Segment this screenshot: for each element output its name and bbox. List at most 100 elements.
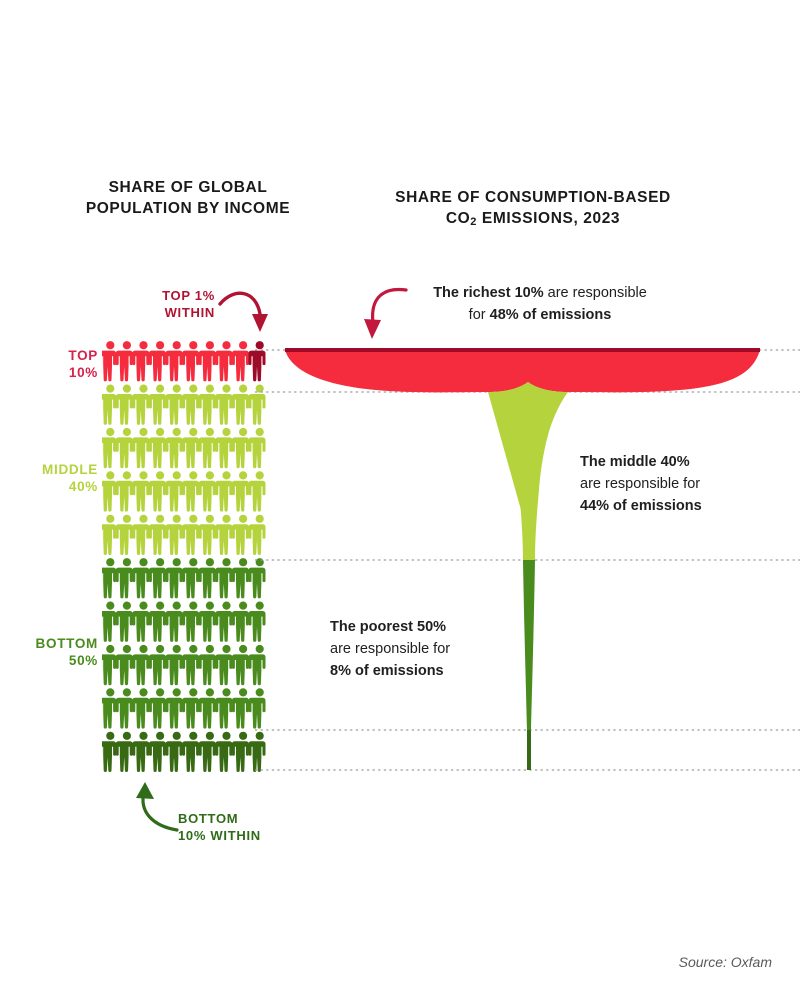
left-title-line1: SHARE OF GLOBAL <box>108 179 268 196</box>
pictogram-figure <box>248 341 266 382</box>
pictogram-figure <box>215 601 233 642</box>
pictogram-figure <box>115 514 133 555</box>
pictogram-figure <box>198 514 216 555</box>
pictogram-figure <box>132 644 150 686</box>
pictogram-figure <box>148 384 166 425</box>
callout-top1-line1: TOP 1% <box>162 288 215 303</box>
pictogram-figure <box>215 384 233 425</box>
pictogram-figure <box>132 514 150 555</box>
pictogram-figure <box>132 731 150 772</box>
pictogram-figure <box>182 341 200 382</box>
callout-bottom-10-percent: BOTTOM 10% WITHIN <box>178 811 288 845</box>
annotation-richest-plain2: for <box>468 306 490 323</box>
pictogram-figure <box>148 601 166 642</box>
funnel-segment-richest-10 <box>285 350 760 393</box>
pictogram-figure <box>182 384 200 425</box>
pictogram-figure <box>115 731 133 772</box>
pictogram-figure <box>231 427 249 469</box>
curved-arrow-down-right-icon <box>218 288 272 340</box>
pictogram-figure <box>115 558 133 599</box>
pictogram-figure <box>182 514 200 555</box>
right-chart-title: SHARE OF CONSUMPTION-BASED CO2 EMISSIONS… <box>368 188 698 230</box>
curved-arrow-down-left-icon <box>362 283 410 341</box>
pictogram-figure <box>132 384 150 425</box>
pictogram-figure <box>231 514 249 555</box>
pictogram-figure <box>165 731 183 772</box>
pictogram-figure <box>115 341 133 382</box>
pictogram-figure <box>102 731 117 772</box>
pictogram-figure <box>165 471 183 512</box>
left-chart-title: SHARE OF GLOBAL POPULATION BY INCOME <box>38 178 338 220</box>
pictogram-figure <box>102 688 117 729</box>
pictogram-figure <box>165 427 183 469</box>
pictogram-figure <box>248 644 266 686</box>
pictogram-figure <box>102 601 117 642</box>
pictogram-figure <box>165 601 183 642</box>
pictogram-figure <box>198 384 216 425</box>
pictogram-figure <box>165 644 183 686</box>
pictogram-figure <box>198 644 216 686</box>
annotation-middle-40: The middle 40% are responsible for 44% o… <box>580 452 780 517</box>
category-middle-line2: 40% <box>68 478 98 494</box>
funnel-segment-middle-40-body <box>488 382 568 560</box>
source-credit: Source: Oxfam <box>678 954 772 970</box>
pictogram-figure <box>148 471 166 512</box>
pictogram-figure <box>132 558 150 599</box>
pictogram-figure <box>182 558 200 599</box>
callout-top1-line2: WITHIN <box>164 304 215 320</box>
pictogram-figure <box>182 644 200 686</box>
pictogram-figure <box>132 471 150 512</box>
pictogram-figure <box>248 384 266 425</box>
category-bottom-line2: 50% <box>68 652 98 668</box>
annotation-richest-plain1: are responsible <box>543 285 647 301</box>
pictogram-figure <box>198 341 216 382</box>
pictogram-figure <box>248 601 266 642</box>
callout-bottom10-line2: 10% WITHIN <box>178 827 261 843</box>
pictogram-figure <box>165 558 183 599</box>
pictogram-figure <box>148 731 166 772</box>
pictogram-figure <box>215 514 233 555</box>
pictogram-figure <box>198 558 216 599</box>
pictogram-figure <box>148 427 166 469</box>
pictogram-figure <box>102 384 117 425</box>
pictogram-figure <box>165 514 183 555</box>
pictogram-figure <box>148 558 166 599</box>
pictogram-figure <box>215 731 233 772</box>
pictogram-figure <box>165 688 183 729</box>
annotation-poorest-bold1: The poorest 50% <box>330 619 447 635</box>
pictogram-figure <box>165 341 183 382</box>
pictogram-figure <box>231 471 249 512</box>
pictogram-figure <box>215 644 233 686</box>
pictogram-figure <box>182 688 200 729</box>
category-label-middle-40: MIDDLE 40% <box>10 462 98 496</box>
annotation-middle-plain1: are responsible for <box>580 475 701 492</box>
pictogram-figure <box>248 471 266 512</box>
pictogram-figure <box>115 384 133 425</box>
pictogram-figure <box>215 558 233 599</box>
pictogram-figure <box>102 558 117 599</box>
funnel-segment-poorest-tail <box>527 730 531 770</box>
callout-top-1-percent: TOP 1% WITHIN <box>120 288 215 322</box>
category-top-line1: TOP <box>68 348 98 363</box>
annotation-middle-bold1: The middle 40% <box>580 454 690 470</box>
pictogram-figure <box>165 384 183 425</box>
emissions-funnel-chart <box>268 330 788 780</box>
funnel-segment-poorest-50 <box>523 560 535 730</box>
pictogram-figure <box>231 341 249 382</box>
pictogram-figure <box>102 471 117 512</box>
pictogram-figure <box>182 731 200 772</box>
callout-bottom10-line1: BOTTOM <box>178 811 239 826</box>
pictogram-figure <box>132 427 150 469</box>
right-title-line1: SHARE OF CONSUMPTION-BASED <box>395 189 671 206</box>
pictogram-figure <box>102 514 117 555</box>
pictogram-figure <box>248 427 266 469</box>
category-bottom-line1: BOTTOM <box>35 636 98 651</box>
pictogram-figure <box>198 601 216 642</box>
pictogram-figure <box>115 688 133 729</box>
pictogram-figure <box>132 688 150 729</box>
pictogram-figure <box>248 688 266 729</box>
annotation-richest-10: The richest 10% are responsible for 48% … <box>390 283 690 327</box>
left-title-line2: POPULATION BY INCOME <box>85 199 291 217</box>
pictogram-figure <box>198 688 216 729</box>
